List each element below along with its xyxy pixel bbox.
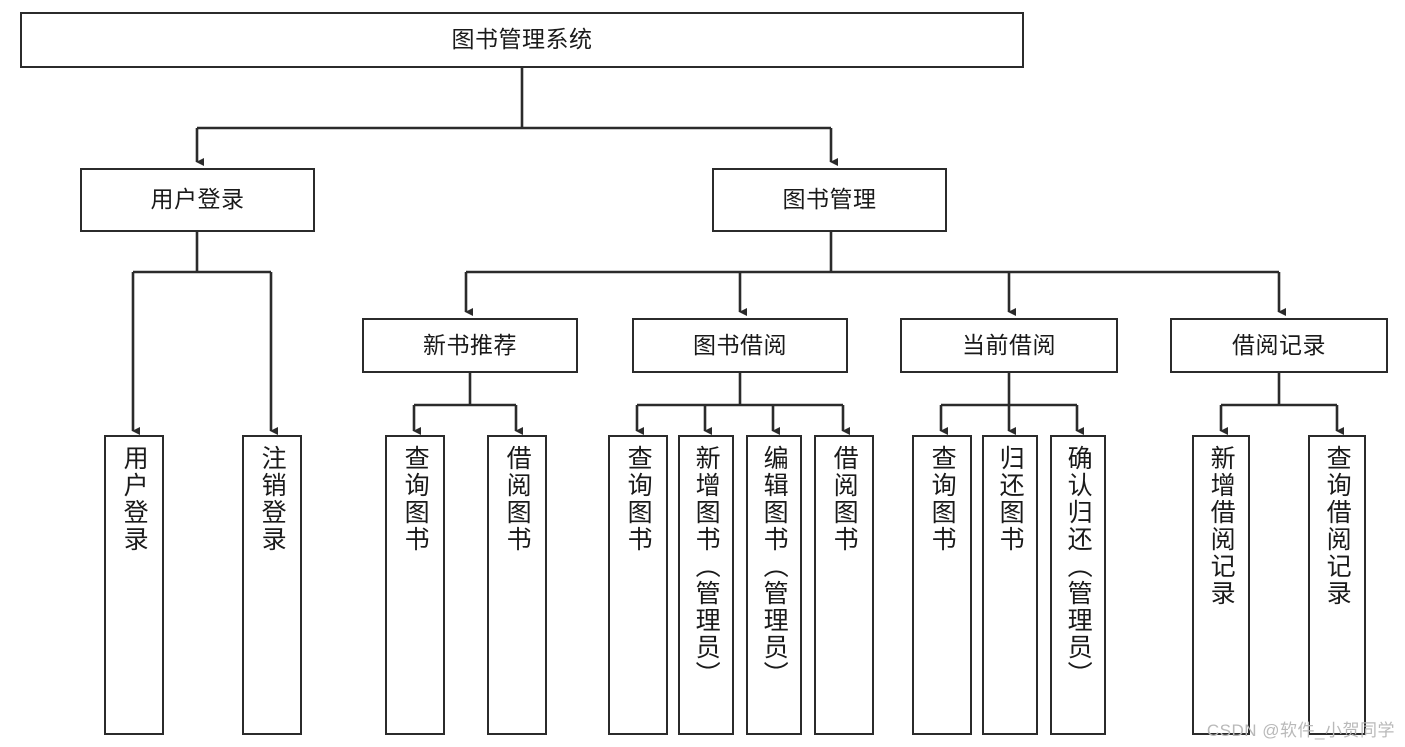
node-new-book-recommend-label: 新书推荐	[423, 331, 517, 358]
leaf-book-borrow-add[interactable]: 新增图书（管理员）	[678, 435, 734, 735]
node-book-management-label: 图书管理	[782, 186, 877, 213]
leaf-current-borrow-confirm-label: 确认归还（管理员）	[1064, 445, 1093, 688]
leaf-current-borrow-query-label: 查询图书	[928, 445, 957, 553]
leaf-user-login-logout[interactable]: 注销登录	[242, 435, 302, 735]
leaf-current-borrow-return[interactable]: 归还图书	[982, 435, 1038, 735]
node-book-borrow-label: 图书借阅	[693, 331, 787, 358]
leaf-borrow-records-add-label: 新增借阅记录	[1207, 445, 1236, 607]
node-user-login-label: 用户登录	[150, 186, 245, 213]
node-current-borrow-label: 当前借阅	[962, 331, 1056, 358]
node-current-borrow[interactable]: 当前借阅	[900, 318, 1118, 373]
leaf-new-book-query-label: 查询图书	[401, 445, 430, 553]
node-user-login[interactable]: 用户登录	[80, 168, 315, 232]
leaf-borrow-records-query-label: 查询借阅记录	[1323, 445, 1352, 607]
leaf-new-book-borrow[interactable]: 借阅图书	[487, 435, 547, 735]
leaf-book-borrow-query-label: 查询图书	[624, 445, 653, 553]
leaf-book-borrow-edit[interactable]: 编辑图书（管理员）	[746, 435, 802, 735]
leaf-borrow-records-query[interactable]: 查询借阅记录	[1308, 435, 1366, 735]
leaf-book-borrow-borrow[interactable]: 借阅图书	[814, 435, 874, 735]
watermark-text: CSDN @软件_小贺同学	[1206, 721, 1395, 740]
leaf-book-borrow-borrow-label: 借阅图书	[830, 445, 859, 553]
leaf-user-login-login-label: 用户登录	[120, 445, 149, 553]
node-root-system[interactable]: 图书管理系统	[20, 12, 1024, 68]
leaf-new-book-borrow-label: 借阅图书	[503, 445, 532, 553]
node-borrow-records[interactable]: 借阅记录	[1170, 318, 1388, 373]
node-root-system-label: 图书管理系统	[451, 26, 593, 53]
node-new-book-recommend[interactable]: 新书推荐	[362, 318, 578, 373]
node-book-borrow[interactable]: 图书借阅	[632, 318, 848, 373]
leaf-current-borrow-confirm[interactable]: 确认归还（管理员）	[1050, 435, 1106, 735]
leaf-current-borrow-return-label: 归还图书	[996, 445, 1025, 553]
leaf-user-login-logout-label: 注销登录	[258, 445, 287, 553]
node-book-management[interactable]: 图书管理	[712, 168, 947, 232]
leaf-current-borrow-query[interactable]: 查询图书	[912, 435, 972, 735]
node-borrow-records-label: 借阅记录	[1232, 331, 1326, 358]
leaf-book-borrow-add-label: 新增图书（管理员）	[692, 445, 721, 688]
leaf-book-borrow-query[interactable]: 查询图书	[608, 435, 668, 735]
leaf-user-login-login[interactable]: 用户登录	[104, 435, 164, 735]
leaf-new-book-query[interactable]: 查询图书	[385, 435, 445, 735]
leaf-book-borrow-edit-label: 编辑图书（管理员）	[760, 445, 789, 688]
leaf-borrow-records-add[interactable]: 新增借阅记录	[1192, 435, 1250, 735]
